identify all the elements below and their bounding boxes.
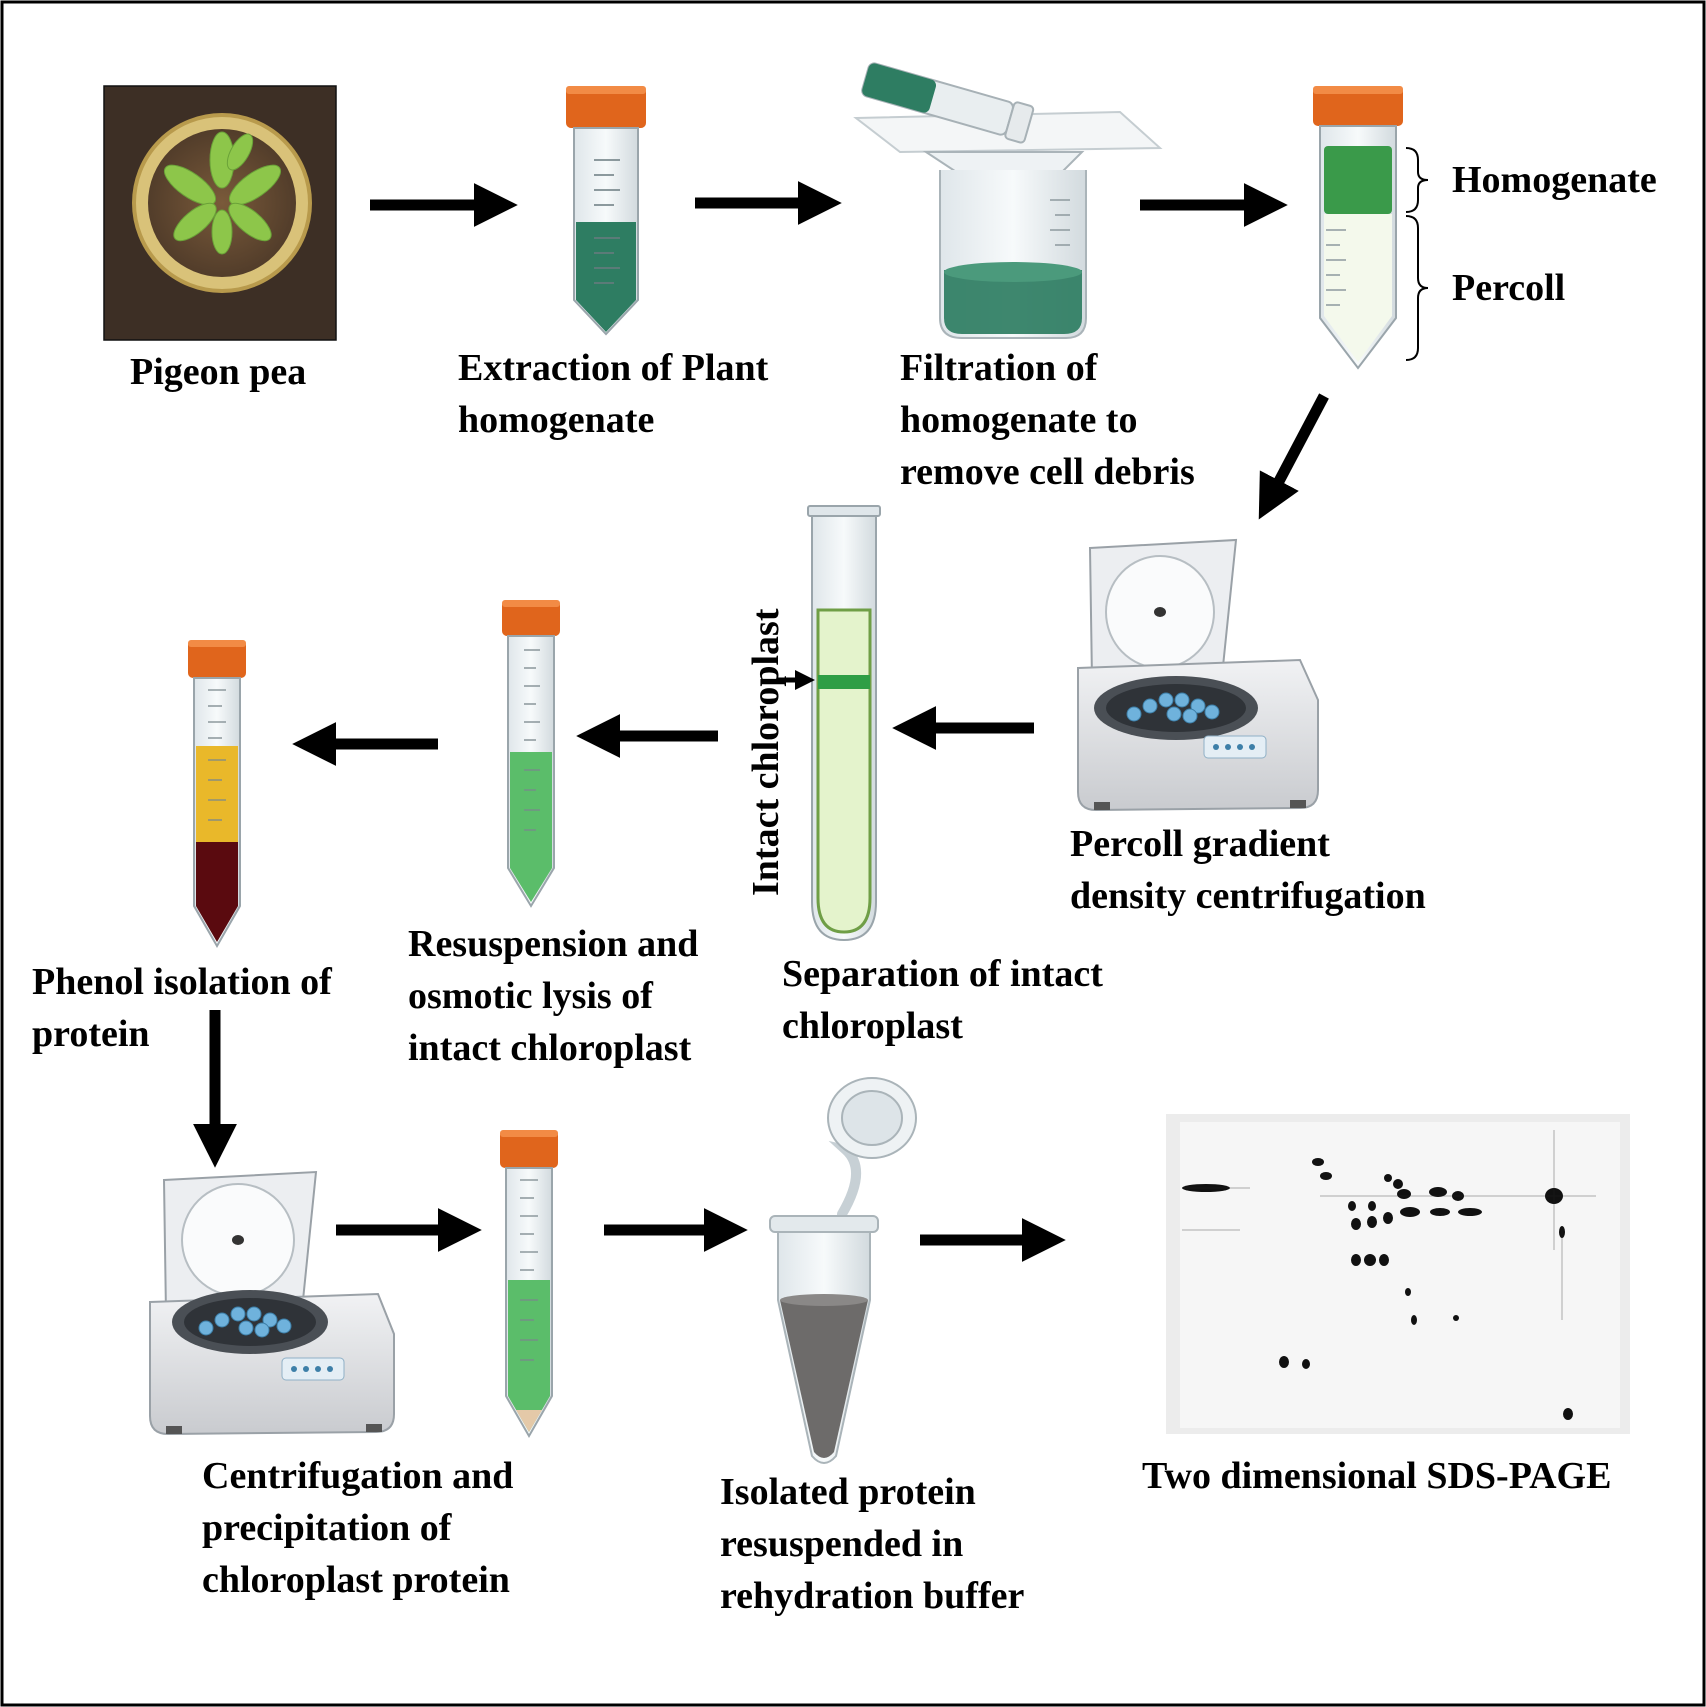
label-line: osmotic lysis of xyxy=(408,975,653,1017)
extraction-tube-illustration xyxy=(566,86,646,336)
label-line: homogenate xyxy=(458,399,655,441)
label-percoll-centrifugation: Percoll gradient density centrifugation xyxy=(1070,818,1426,922)
label-isolated-protein: Isolated protein resuspended in rehydrat… xyxy=(720,1466,1024,1622)
label-line: Percoll gradient xyxy=(1070,823,1330,865)
label-intact-chloroplast: Intact chloroplast xyxy=(744,609,788,896)
layered-tube-illustration xyxy=(1313,86,1429,370)
label-phenol-isolation: Phenol isolation of protein xyxy=(32,956,332,1060)
label-line: chloroplast xyxy=(782,1005,963,1047)
label-line: intact chloroplast xyxy=(408,1027,692,1069)
label-line: Pigeon pea xyxy=(130,351,307,393)
label-sds-page: Two dimensional SDS-PAGE xyxy=(1142,1450,1611,1502)
percoll-centrifuge-illustration xyxy=(1077,538,1319,812)
label-centrifugation-precipitation: Centrifugation and precipitation of chlo… xyxy=(202,1450,513,1606)
pigeon-pea-photo xyxy=(103,85,337,341)
precipitation-centrifuge-illustration xyxy=(149,1170,395,1436)
label-line: protein xyxy=(32,1013,150,1055)
label-line: resuspended in xyxy=(720,1523,964,1565)
label-filtration: Filtration of homogenate to remove cell … xyxy=(900,342,1195,498)
label-line: Separation of intact xyxy=(782,953,1103,995)
label-line: Phenol isolation of xyxy=(32,961,332,1003)
pellet-tube-illustration xyxy=(500,1130,558,1439)
label-line: density centrifugation xyxy=(1070,875,1426,917)
microtube-illustration xyxy=(769,1077,917,1464)
label-line: precipitation of xyxy=(202,1507,452,1549)
label-line: Filtration of xyxy=(900,347,1098,389)
label-line: Isolated protein xyxy=(720,1471,976,1513)
label-line: rehydration buffer xyxy=(720,1575,1025,1617)
label-line: homogenate to xyxy=(900,399,1138,441)
label-line: Extraction of Plant xyxy=(458,347,769,389)
label-line: Two dimensional SDS-PAGE xyxy=(1142,1455,1612,1497)
label-resuspension: Resuspension and osmotic lysis of intact… xyxy=(408,918,698,1074)
label-line: Resuspension and xyxy=(408,923,699,965)
label-extraction: Extraction of Plant homogenate xyxy=(458,342,768,446)
label-line: Intact chloroplast xyxy=(745,608,787,896)
separation-tube-illustration xyxy=(778,505,881,942)
label-line: remove cell debris xyxy=(900,451,1195,493)
label-line: Percoll xyxy=(1452,267,1566,309)
phenol-tube-illustration xyxy=(188,640,246,949)
label-percoll-layer: Percoll xyxy=(1452,262,1565,314)
label-line: Homogenate xyxy=(1452,159,1657,201)
label-pigeon-pea: Pigeon pea xyxy=(130,346,306,398)
arrow-layers-to-centrifuge xyxy=(1258,393,1329,520)
label-line: Centrifugation and xyxy=(202,1455,514,1497)
resuspension-tube-illustration xyxy=(502,600,560,908)
filtration-beaker-illustration xyxy=(853,62,1163,339)
label-separation: Separation of intact chloroplast xyxy=(782,948,1103,1052)
label-line: chloroplast protein xyxy=(202,1559,510,1601)
label-homogenate-layer: Homogenate xyxy=(1452,154,1657,206)
sds-page-gel-image xyxy=(1166,1114,1630,1434)
